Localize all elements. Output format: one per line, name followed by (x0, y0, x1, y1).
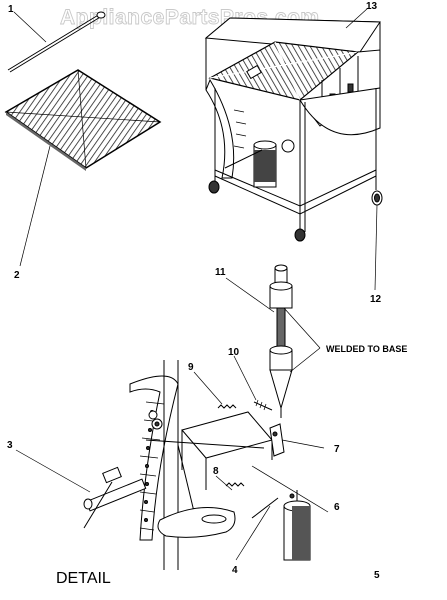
callout-1: 1 (8, 4, 14, 15)
callout-11: 11 (215, 267, 226, 278)
callout-13: 13 (366, 1, 378, 12)
part-flat-grate (4, 69, 162, 171)
part-rod (7, 11, 106, 73)
callout-8: 8 (213, 466, 219, 477)
callout-4: 4 (232, 565, 238, 576)
note-welded-to-base: WELDED TO BASE (326, 344, 407, 354)
callout-3: 3 (7, 440, 13, 451)
callout-2: 2 (14, 270, 20, 281)
callout-10: 10 (228, 347, 240, 358)
leader-lines (13, 7, 378, 561)
callout-7: 7 (334, 444, 340, 455)
detail-assembly (83, 360, 311, 570)
callout-6: 6 (334, 502, 340, 513)
part-bolt (253, 399, 273, 411)
callout-9: 9 (188, 362, 194, 373)
part-caster (371, 190, 383, 206)
callout-5: 5 (374, 570, 380, 581)
callout-12: 12 (370, 294, 382, 305)
part-grill-assembly (204, 17, 381, 242)
part-welded-post (269, 264, 293, 418)
detail-label: DETAIL (56, 570, 111, 587)
